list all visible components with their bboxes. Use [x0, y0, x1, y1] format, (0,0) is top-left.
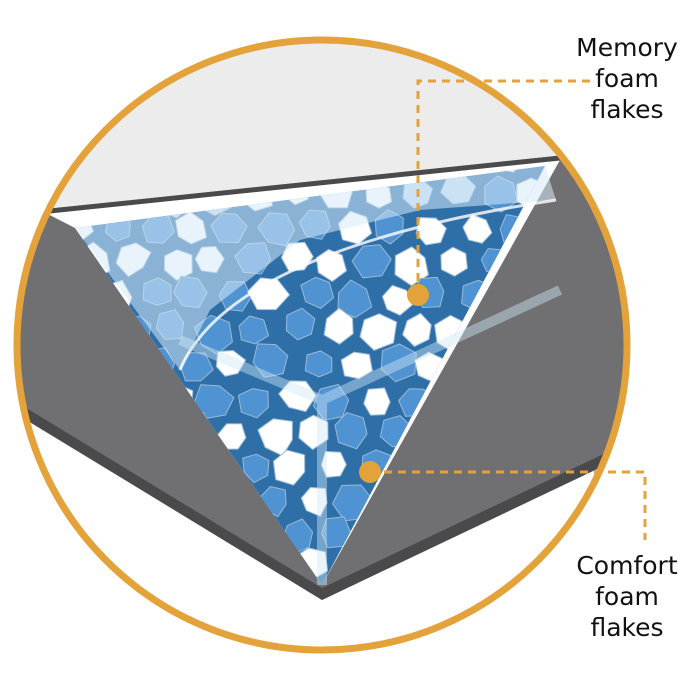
foam-flake — [304, 350, 333, 378]
memory-label-line-2: foam — [595, 64, 659, 93]
foam-flake — [351, 244, 392, 279]
foam-flake — [272, 449, 306, 486]
foam-flake — [394, 246, 429, 287]
memory-label-line-3: flakes — [590, 95, 664, 124]
foam-flake — [215, 350, 247, 377]
memory-callout — [407, 79, 590, 306]
comfort-foam-label: Comfort foam flakes — [562, 550, 692, 643]
memory-callout-dot — [407, 284, 429, 306]
mattress-side-gray — [17, 150, 627, 600]
foam-flake — [246, 277, 291, 311]
foam-flake — [300, 276, 335, 309]
zoom-ring — [13, 36, 631, 654]
memory-label-line-1: Memory — [576, 33, 678, 62]
comfort-callout-dot — [359, 461, 381, 483]
foam-flake — [298, 414, 329, 451]
foam-flake — [340, 351, 373, 380]
foam-flake — [380, 343, 417, 383]
foam-flake — [238, 315, 270, 345]
peeled-liner-sheet — [75, 166, 556, 370]
foam-flake — [300, 486, 328, 517]
comfort-label-line-3: flakes — [590, 613, 664, 642]
foam-flake — [334, 412, 368, 450]
foam-flake — [363, 387, 391, 416]
foam-flake — [359, 313, 398, 351]
foam-flake — [285, 307, 316, 341]
foam-flake — [323, 307, 354, 345]
foam-flake — [75, 553, 84, 585]
foam-flake — [415, 217, 447, 246]
foam-flake — [320, 450, 347, 478]
foam-flake — [440, 246, 468, 277]
comfort-label-line-1: Comfort — [576, 551, 678, 580]
foam-flake — [337, 279, 373, 318]
foam-flake — [381, 284, 413, 316]
comfort-callout — [359, 461, 647, 540]
foam-flake — [462, 213, 493, 244]
foam-flake — [238, 388, 269, 419]
foam-flake — [402, 312, 432, 347]
foam-flake — [252, 343, 289, 378]
foam-flake — [278, 380, 317, 413]
foam-flake — [242, 453, 270, 484]
memory-foam-label: Memory foam flakes — [562, 32, 692, 125]
comfort-label-line-2: foam — [595, 582, 659, 611]
